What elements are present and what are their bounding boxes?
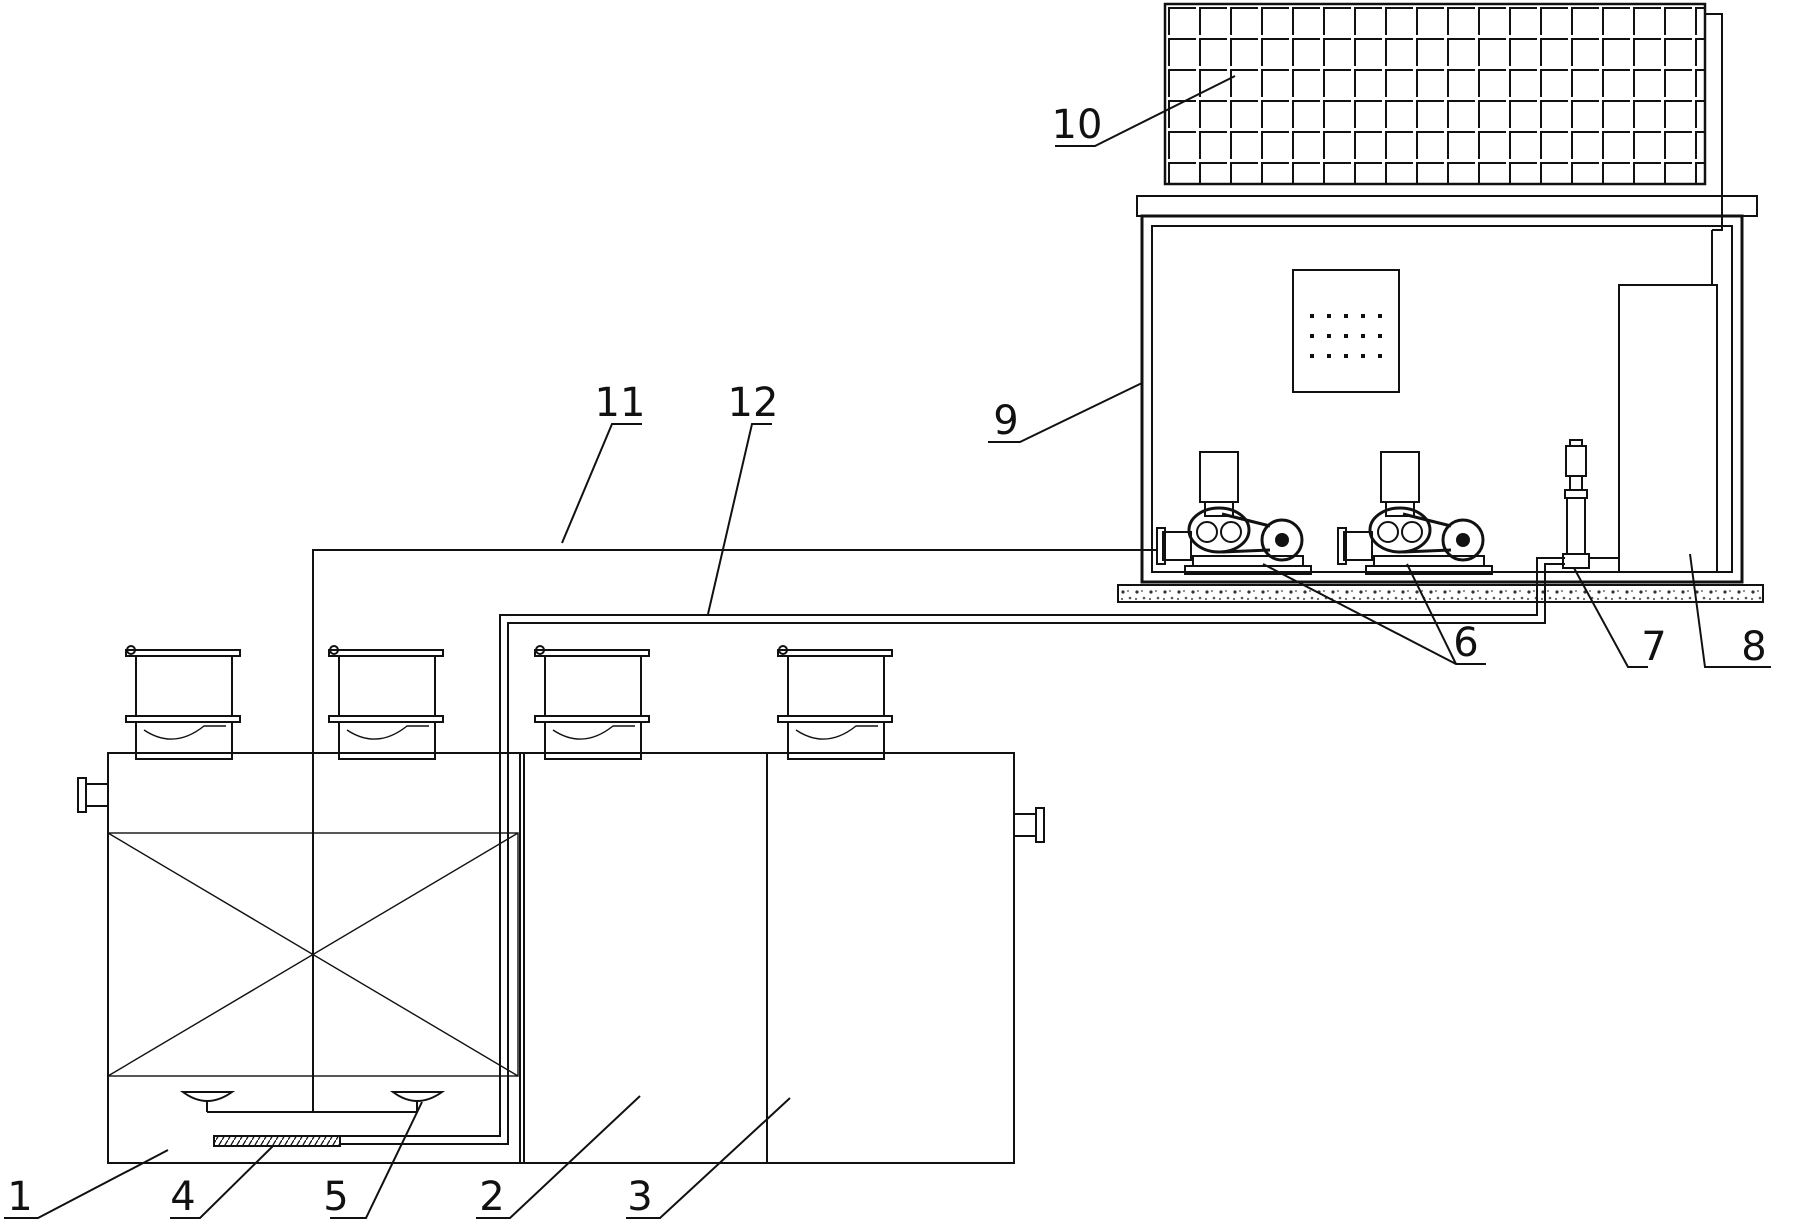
label-12: 12 xyxy=(728,380,779,426)
blower-2 xyxy=(1337,451,1493,575)
riser-2 xyxy=(328,645,444,760)
return-pipe-inner xyxy=(340,563,1565,1145)
cabinet xyxy=(1618,230,1718,573)
label-6: 6 xyxy=(1453,620,1478,666)
riser-1 xyxy=(125,645,241,760)
return-pipe xyxy=(340,557,1565,1137)
air-pipe xyxy=(312,549,1157,1112)
label-1: 1 xyxy=(7,1174,32,1220)
riser-4 xyxy=(777,645,893,760)
inlet-flange xyxy=(77,777,108,813)
diffuser-plate xyxy=(213,1135,341,1147)
equipment-house xyxy=(1117,195,1764,603)
label-5: 5 xyxy=(323,1174,348,1220)
label-3: 3 xyxy=(627,1174,652,1220)
control-panel xyxy=(1292,269,1400,393)
solar-panel xyxy=(1163,2,1723,231)
control-panel-indicator-lights xyxy=(1310,314,1382,358)
label-11: 11 xyxy=(595,380,646,426)
label-2: 2 xyxy=(479,1174,504,1220)
tank-body xyxy=(107,752,1015,1164)
label-8: 8 xyxy=(1741,624,1766,670)
part-labels: 10 9 11 12 6 7 8 1 4 5 2 3 xyxy=(7,102,1766,1220)
label-10: 10 xyxy=(1052,102,1103,148)
blower-1 xyxy=(1156,451,1312,575)
aerator-right xyxy=(389,1091,446,1112)
riser-3 xyxy=(534,645,650,760)
leader-lines xyxy=(4,75,1771,1219)
outlet-flange xyxy=(1014,807,1045,843)
aerator-left xyxy=(179,1091,236,1112)
vertical-pump xyxy=(1562,439,1619,569)
label-4: 4 xyxy=(170,1174,195,1220)
label-7: 7 xyxy=(1641,624,1666,670)
label-9: 9 xyxy=(993,398,1018,444)
